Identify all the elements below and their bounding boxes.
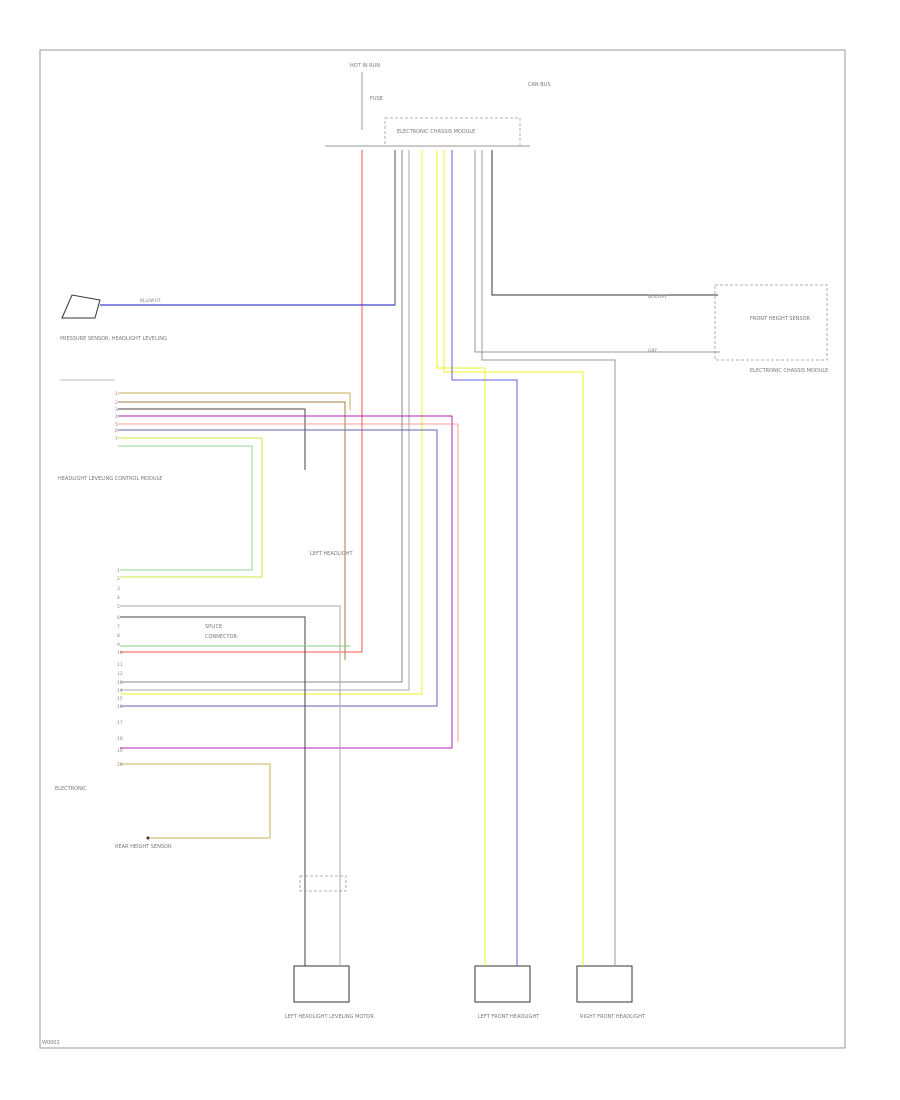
lower-pin: 10 xyxy=(117,650,123,656)
upper-pin: 7 xyxy=(115,436,118,442)
lower-pin: 18 xyxy=(117,736,123,742)
lower-left-note: ELECTRONIC xyxy=(55,786,87,792)
lower-pin: 4 xyxy=(117,595,120,601)
lower-pin: 14 xyxy=(117,688,123,694)
lower-pin: 13 xyxy=(117,680,123,686)
upper-pin: 4 xyxy=(115,414,118,420)
right-sensor-box xyxy=(714,284,828,361)
lower-pin: 12 xyxy=(117,671,123,677)
lower-pin: 15 xyxy=(117,696,123,702)
lower-pin: 6 xyxy=(117,615,120,621)
upper-pin: 1 xyxy=(115,391,118,397)
wire-red-main xyxy=(120,150,363,653)
module-box xyxy=(384,117,521,147)
wire-black-right xyxy=(491,150,718,296)
upper-pin: 6 xyxy=(115,428,118,434)
wire-dark-3 xyxy=(118,408,306,470)
right-sensor-sub: ELECTRONIC CHASSIS MODULE xyxy=(750,368,828,374)
can-note-label: CAN BUS xyxy=(528,82,551,88)
wire-brn-lower xyxy=(120,763,271,839)
hot-in-run-label: HOT IN RUN xyxy=(350,63,380,69)
bottom-label-2: LEFT FRONT HEADLIGHT xyxy=(478,1014,540,1020)
wire-gray-2 xyxy=(120,150,403,683)
wire-yellow-3 xyxy=(443,150,584,890)
lower-pin: 17 xyxy=(117,720,123,726)
wire-dark-2 xyxy=(118,401,346,660)
wire-label-bluwht: BLU/WHT xyxy=(140,298,161,304)
lower-pin: 20 xyxy=(117,762,123,768)
upper-pin-column: 1 2 3 4 5 6 7 xyxy=(115,391,118,442)
lower-pin: 19 xyxy=(117,748,123,754)
bottom-component-1 xyxy=(293,965,350,1003)
bottom-connector-box xyxy=(299,875,347,892)
lower-pin: 2 xyxy=(117,576,120,582)
brake-switch-label: PRESSURE SENSOR, HEADLIGHT LEVELING xyxy=(60,336,167,342)
lower-pin: 11 xyxy=(117,662,123,668)
wire-yellow-2 xyxy=(436,150,486,890)
wire-gray-right xyxy=(474,150,720,353)
bottom-component-3 xyxy=(576,965,633,1003)
page-code: W0001 xyxy=(42,1040,60,1046)
diagram-frame xyxy=(39,49,846,1049)
wire-gray-4 xyxy=(118,429,438,707)
left-note: LEFT HEADLIGHT xyxy=(310,551,353,557)
wire-gray-3 xyxy=(120,150,410,691)
left-module-label: HEADLIGHT LEVELING CONTROL MODULE xyxy=(58,476,162,482)
wire-green-2 xyxy=(118,445,253,571)
wire-label-blk: BLK/GRY xyxy=(648,294,667,300)
lower-pin: 7 xyxy=(117,624,120,630)
upper-pin: 5 xyxy=(115,422,118,428)
lower-pin: 5 xyxy=(117,604,120,610)
wire-gray-right2 xyxy=(481,150,616,890)
bottom-component-2 xyxy=(474,965,531,1003)
bottom-label-1: LEFT HEADLIGHT LEVELING MOTOR xyxy=(285,1014,374,1020)
lower-pin: 9 xyxy=(117,642,120,648)
lower-pin: 3 xyxy=(117,586,120,592)
connector-note: CONNECTOR xyxy=(205,634,238,640)
upper-pin: 2 xyxy=(115,400,118,406)
lower-pin: 1 xyxy=(117,568,120,574)
wire-purple xyxy=(118,415,453,749)
wire-green-1 xyxy=(118,437,263,578)
rear-height-sensor-label: REAR HEIGHT SENSOR xyxy=(115,844,172,850)
wire-gray-lower-1 xyxy=(120,605,341,890)
module-title: ELECTRONIC CHASSIS MODULE xyxy=(397,129,475,135)
wire-blue-right xyxy=(451,150,518,890)
upper-pin: 3 xyxy=(115,407,118,413)
lower-pin: 16 xyxy=(117,704,123,710)
wire-black-lower xyxy=(120,616,306,890)
fuse-label: FUSE xyxy=(370,96,383,102)
wire-yellow-1 xyxy=(120,150,423,695)
wire-gray-1 xyxy=(110,150,396,306)
wire-brn-yel xyxy=(118,392,351,410)
brake-switch-icon xyxy=(61,294,101,319)
wire-label-gry: GRY xyxy=(648,348,657,354)
bottom-label-3: RIGHT FRONT HEADLIGHT xyxy=(580,1014,646,1020)
splice-note: SPLICE xyxy=(205,624,222,630)
right-sensor-label: FRONT HEIGHT SENSOR xyxy=(750,316,811,322)
rear-sensor-dot xyxy=(146,836,150,840)
wire-red-2 xyxy=(118,423,459,742)
lower-pin: 8 xyxy=(117,633,120,639)
lower-pin-column: 1 2 3 4 5 6 7 8 9 10 11 12 13 14 15 16 1… xyxy=(117,568,123,768)
